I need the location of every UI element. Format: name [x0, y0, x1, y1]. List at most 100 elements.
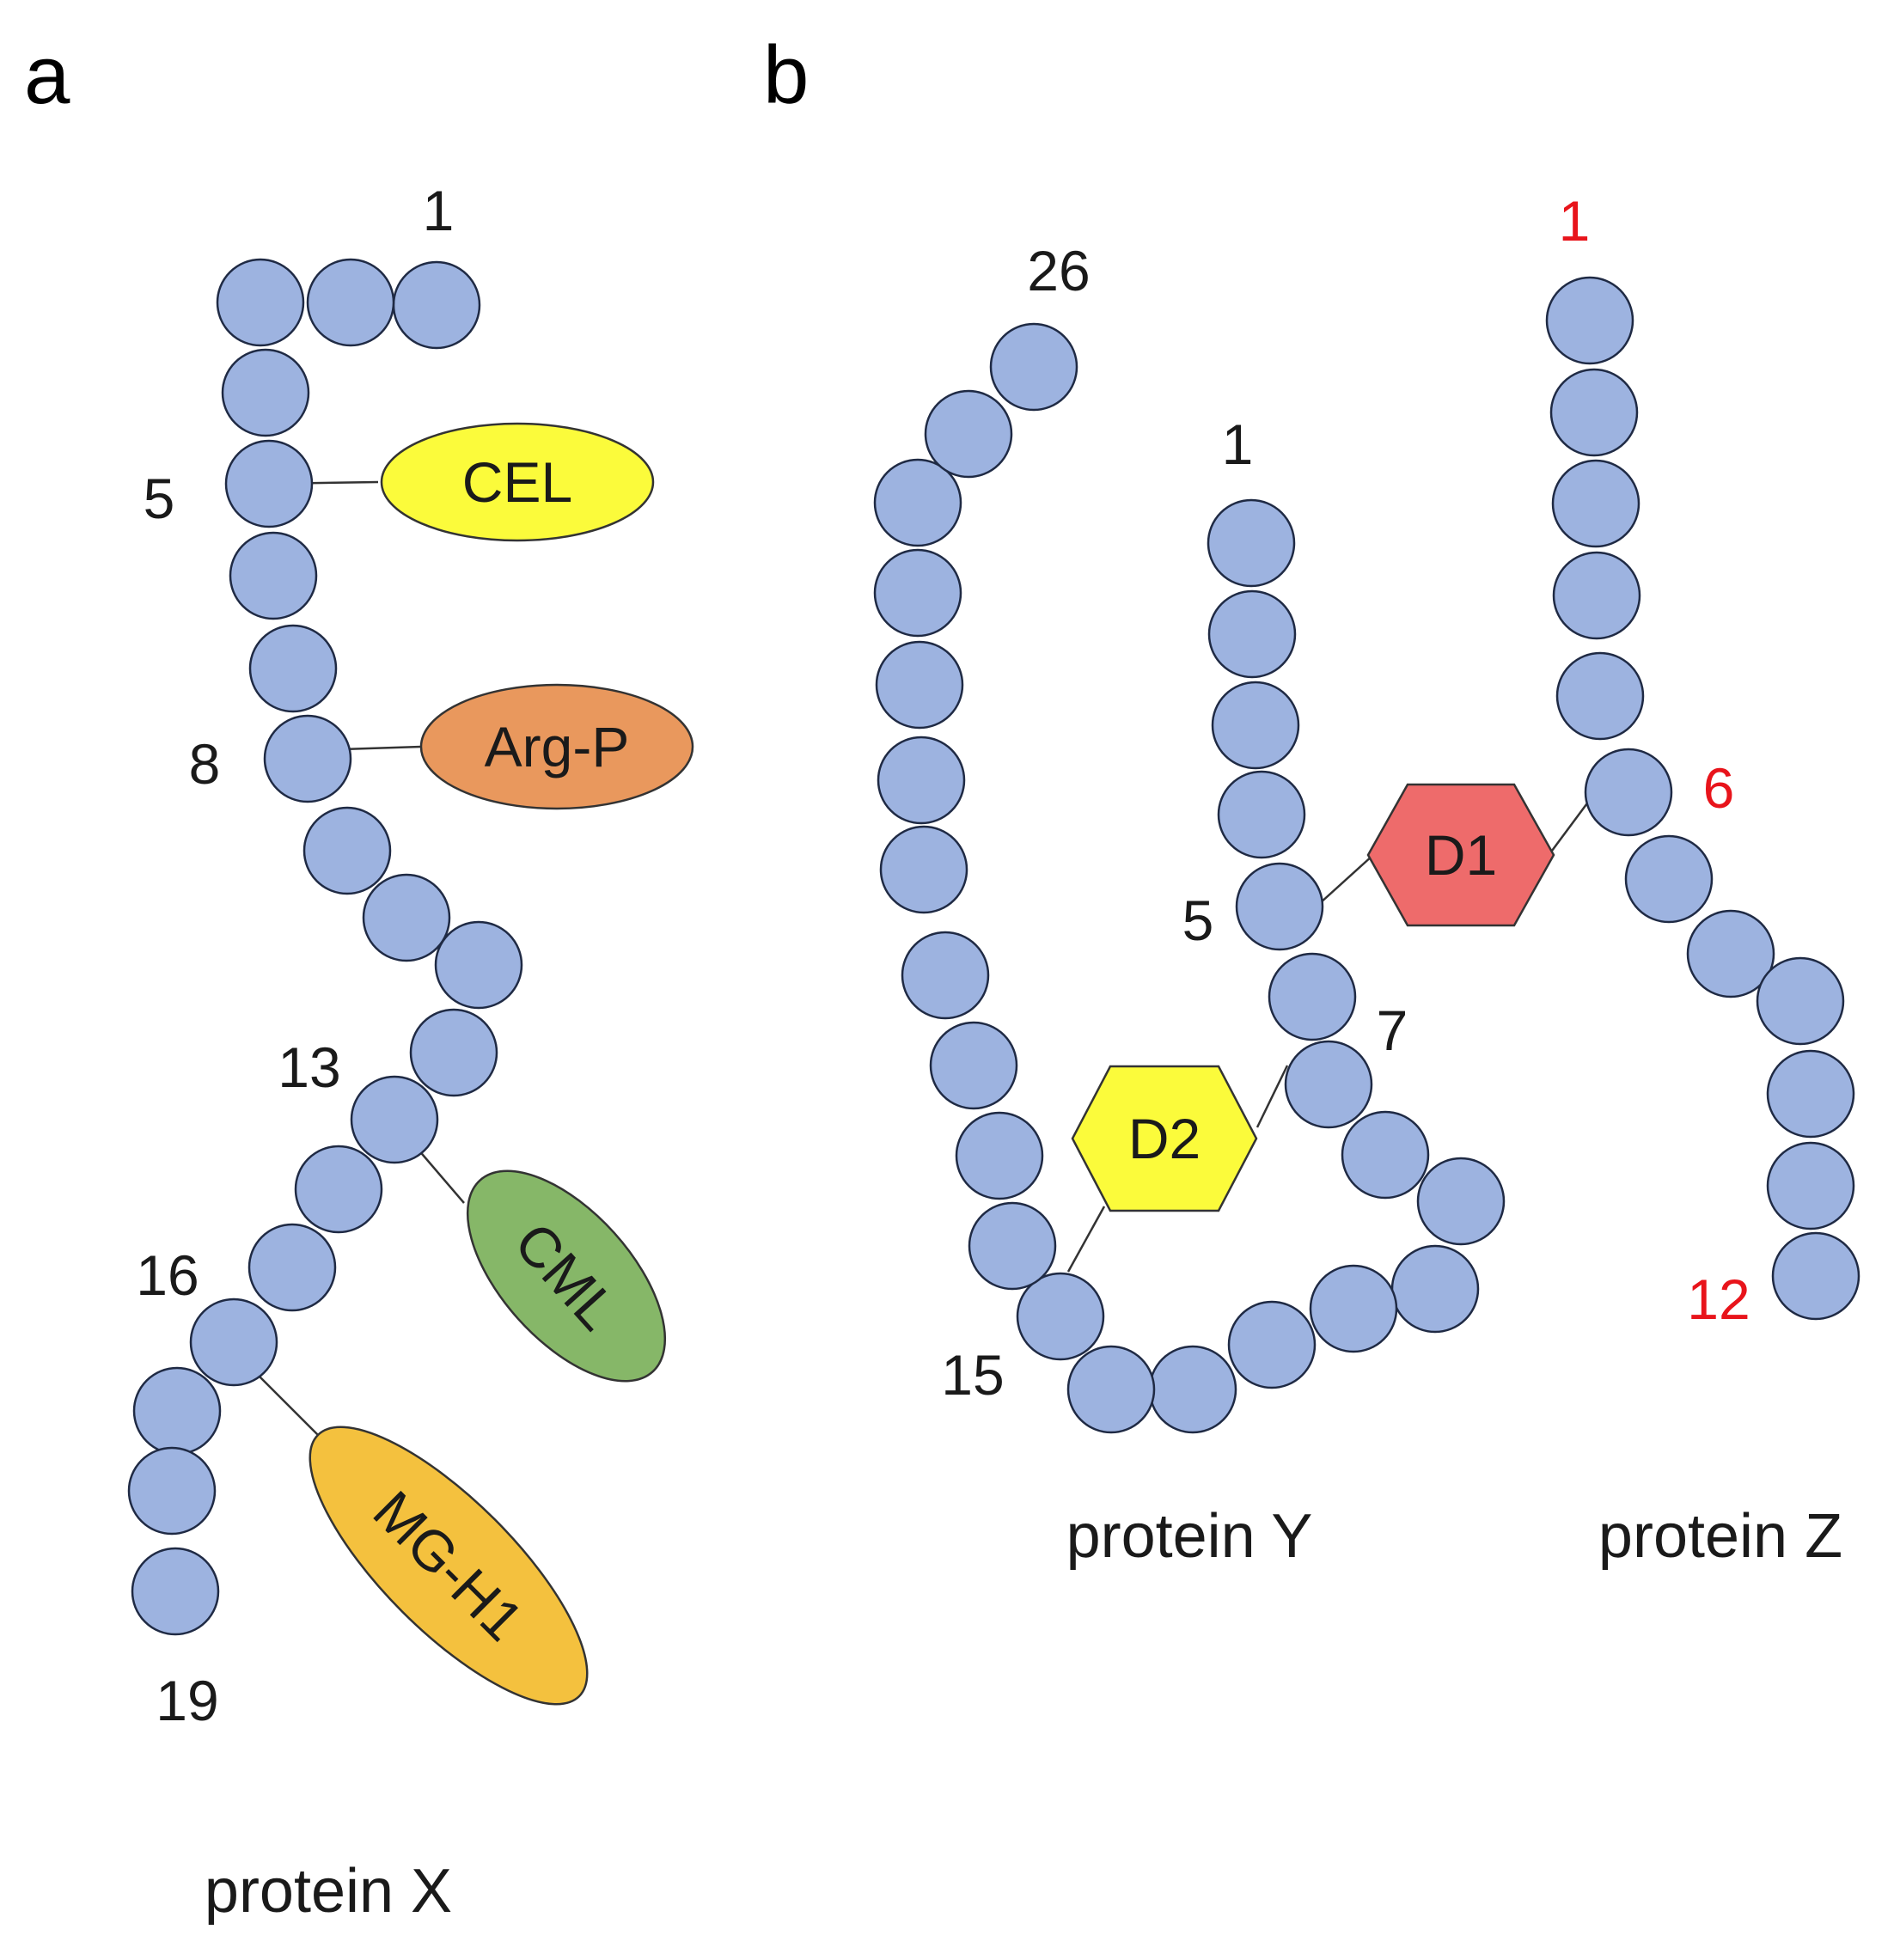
protein-x-residue-14: [294, 1145, 383, 1234]
protein-x-residue-3: [216, 258, 305, 347]
arg-p-label: Arg-P: [485, 715, 630, 779]
protein-y-residue-12: [1227, 1300, 1317, 1389]
protein-y-residue-24: [873, 458, 962, 547]
protein-y-residue-9: [1416, 1157, 1506, 1246]
protein-x-residue-4: [221, 348, 310, 437]
panel-a: a: [24, 29, 694, 1926]
crosslink-d1: D1: [1366, 783, 1555, 927]
protein-y-residue-17: [955, 1111, 1044, 1200]
protein-z-residue-3: [1551, 459, 1640, 548]
protein-z-chain: [1545, 276, 1860, 1321]
protein-x-residue-18: [127, 1446, 217, 1536]
protein-x-residue-7: [248, 624, 338, 713]
mod-mg-h1: MG-H1: [309, 1426, 589, 1706]
protein-y-label-15: 15: [941, 1343, 1004, 1407]
protein-x-label-8: 8: [189, 732, 221, 796]
protein-x-residue-6: [229, 531, 318, 620]
protein-z-caption: protein Z: [1598, 1502, 1842, 1571]
mod-cel: CEL: [380, 422, 655, 542]
protein-y-residue-15: [1016, 1272, 1105, 1361]
protein-y-chain: [873, 322, 1506, 1434]
protein-x-residue-8: [263, 714, 352, 803]
protein-x-residue-15: [247, 1223, 337, 1312]
protein-z-label-1: 1: [1559, 189, 1591, 253]
panel-a-label: a: [24, 29, 70, 121]
protein-z-label-12: 12: [1687, 1267, 1750, 1331]
protein-z-residue-labels: 1 6 12: [1559, 189, 1750, 1331]
protein-z-residue-9: [1756, 956, 1845, 1046]
protein-z-residue-10: [1766, 1049, 1855, 1139]
panel-b: b: [763, 29, 1860, 1571]
protein-x-residue-19: [131, 1547, 220, 1636]
mod-arg-p: Arg-P: [419, 683, 694, 810]
d2-hexagon: [1071, 1065, 1258, 1212]
protein-y-residue-11: [1309, 1264, 1398, 1353]
mod-cml: CML: [466, 1169, 667, 1383]
protein-y-residue-25: [924, 389, 1013, 479]
protein-z-residue-6: [1584, 748, 1673, 837]
protein-x-residue-17: [132, 1366, 222, 1456]
protein-y-caption: protein Y: [1066, 1502, 1313, 1571]
protein-x-residue-2: [306, 258, 395, 347]
protein-y-residue-21: [877, 736, 966, 825]
protein-x-residue-13: [350, 1075, 439, 1164]
protein-x-residue-9: [302, 806, 392, 895]
protein-x-residue-5: [224, 439, 314, 528]
cel-ellipse: [380, 422, 655, 542]
protein-y-residue-labels: 1 5 7 15 26: [941, 239, 1408, 1407]
protein-x-residue-labels: 1 5 8 13 16 19: [136, 179, 454, 1732]
protein-y-residue-19: [901, 931, 990, 1020]
protein-x-label-13: 13: [278, 1035, 340, 1099]
d2-link-y15: [1066, 1206, 1106, 1273]
arg-p-ellipse: [419, 683, 694, 810]
protein-y-residue-5: [1235, 862, 1324, 951]
protein-z-residue-1: [1545, 276, 1634, 365]
protein-x-residue-1: [392, 260, 481, 350]
protein-x-residue-12: [409, 1008, 498, 1097]
panel-b-label: b: [763, 29, 809, 121]
protein-y-residue-14: [1066, 1345, 1156, 1434]
protein-y-residue-10: [1390, 1244, 1480, 1334]
protein-x-label-1: 1: [423, 179, 455, 242]
d1-link-y: [1318, 854, 1374, 905]
protein-z-label-6: 6: [1703, 756, 1735, 820]
protein-z-residue-12: [1771, 1231, 1860, 1321]
protein-x-caption: protein X: [205, 1857, 452, 1926]
protein-y-residue-18: [929, 1021, 1018, 1110]
mg-h1-link: [257, 1374, 327, 1444]
protein-y-residue-13: [1148, 1345, 1237, 1434]
protein-x-residue-10: [362, 873, 451, 962]
protein-y-residue-23: [873, 548, 962, 638]
protein-z-residue-2: [1549, 368, 1639, 457]
d1-label: D1: [1425, 823, 1497, 887]
cml-ellipse: [466, 1169, 667, 1383]
protein-y-residue-20: [879, 825, 968, 914]
protein-y-residue-8: [1341, 1110, 1430, 1200]
protein-z-residue-11: [1766, 1141, 1855, 1230]
protein-x-chain: [127, 258, 523, 1636]
protein-y-residue-7: [1284, 1040, 1373, 1129]
protein-z-residue-8: [1686, 909, 1775, 998]
crosslink-d2: D2: [1071, 1065, 1258, 1212]
protein-x-label-16: 16: [136, 1243, 199, 1307]
protein-y-residue-4: [1217, 770, 1306, 859]
protein-x-label-19: 19: [156, 1669, 218, 1732]
protein-y-residue-16: [968, 1201, 1057, 1291]
d2-link-y: [1256, 1065, 1289, 1128]
protein-y-residue-26: [989, 322, 1078, 412]
protein-x-residue-11: [434, 920, 523, 1010]
d2-label: D2: [1128, 1107, 1201, 1170]
protein-x-residue-16: [189, 1298, 278, 1387]
protein-y-label-5: 5: [1182, 888, 1214, 952]
protein-y-residue-2: [1207, 589, 1297, 679]
protein-y-residue-1: [1207, 498, 1296, 588]
protein-y-label-26: 26: [1027, 239, 1090, 302]
protein-x-label-5: 5: [144, 467, 175, 530]
protein-y-label-1: 1: [1222, 412, 1254, 476]
d1-hexagon: [1366, 783, 1555, 927]
protein-z-residue-5: [1555, 651, 1645, 741]
protein-y-label-7: 7: [1377, 998, 1408, 1062]
cel-label: CEL: [462, 450, 572, 514]
mg-h1-ellipse: [309, 1426, 589, 1706]
